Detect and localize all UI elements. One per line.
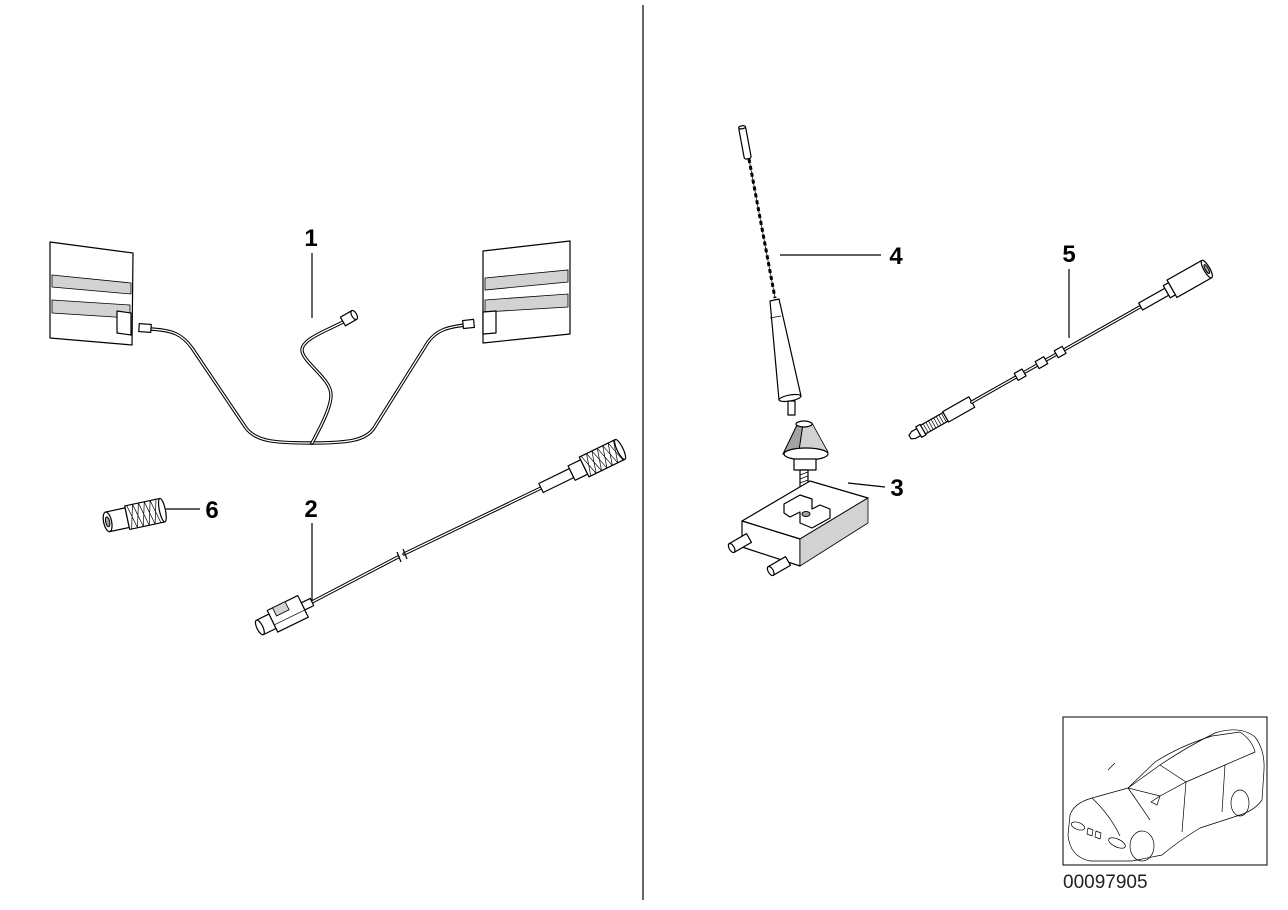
right-film-tab	[482, 310, 497, 335]
antenna-tip-top	[738, 125, 747, 130]
diagram-number: 00097905	[1063, 872, 1148, 893]
antenna-mast-sleeve	[769, 315, 782, 319]
harness-connector	[339, 309, 359, 327]
lead-marker-3	[1053, 345, 1067, 359]
left-wire-core	[149, 328, 313, 444]
car-front-wheel	[1129, 830, 1155, 862]
lead-marker-1	[1013, 368, 1027, 382]
cable-2-plug-connector	[254, 594, 315, 636]
left-film-plug	[138, 322, 152, 334]
left-film-band	[51, 274, 132, 295]
car-kidney-grille	[1086, 827, 1102, 840]
antenna-mast-stud	[787, 400, 796, 416]
car-headlight-left	[1070, 821, 1086, 831]
antenna-rod-coil	[747, 158, 777, 299]
part-4-rod-antenna: 4	[738, 125, 903, 416]
antenna-tip	[738, 125, 752, 160]
right-wire-core	[311, 324, 467, 444]
lead-threaded-body	[919, 411, 949, 435]
knurled-connector-hatch	[580, 440, 624, 477]
plug-nose-face	[254, 619, 265, 636]
left-wire-outline	[148, 327, 314, 445]
right-wire-outline	[310, 323, 468, 445]
car-windshield-line	[1159, 764, 1187, 783]
adapter-rear-face	[157, 497, 167, 523]
amplifier-port-left-face	[727, 542, 736, 554]
amplifier-port-left	[727, 533, 753, 554]
knurled-connector-sleeve	[538, 468, 575, 494]
car-headlight-right	[1108, 837, 1126, 849]
adapter-body	[102, 497, 167, 533]
part-5-antenna-lead: 5	[908, 241, 1213, 440]
callout-3-leader	[847, 482, 886, 488]
adapter-bore	[104, 516, 111, 528]
amplifier-mount-hole	[801, 511, 811, 517]
base-cone-bottom	[783, 447, 829, 461]
car-antenna-mark	[1107, 762, 1116, 771]
callout-6: 6	[205, 497, 218, 524]
part-6-adapter: 6	[102, 497, 219, 533]
car-door-lines	[1181, 764, 1226, 833]
callout-1: 1	[304, 225, 317, 252]
part-1-antenna-film-set: 1	[49, 225, 571, 445]
callout-5: 5	[1062, 241, 1075, 268]
left-film-panel	[49, 241, 134, 346]
amplifier-port-right	[766, 556, 792, 577]
knurled-connector-face	[613, 438, 627, 460]
part-2-antenna-cable: 2	[254, 438, 627, 636]
base-nut	[793, 458, 817, 471]
plug-latch	[272, 601, 290, 617]
adapter-knurl-hatch	[126, 499, 162, 529]
lead-assembly	[908, 259, 1213, 440]
cable-2-break-marks	[396, 548, 408, 563]
left-antenna-film	[49, 241, 134, 346]
branch-wire-core	[301, 321, 344, 444]
lead-sleeve	[942, 396, 976, 423]
car-hood-line	[1091, 787, 1151, 837]
right-film-band	[484, 269, 569, 291]
callout-4: 4	[889, 243, 903, 270]
lead-marker-2	[1034, 356, 1049, 370]
amplifier-port-right-face	[766, 565, 775, 577]
base-cone-top	[795, 420, 813, 428]
lead-end-bore	[1203, 264, 1211, 274]
thumbnail-frame	[1062, 716, 1268, 866]
left-film-tab	[116, 310, 132, 336]
callout-3: 3	[890, 475, 903, 502]
car-body-outline	[1067, 729, 1265, 862]
right-antenna-film	[482, 240, 571, 344]
part-3-antenna-base: 3	[727, 420, 904, 577]
cable-2-lower-core	[311, 556, 399, 603]
lead-thread-lines	[922, 413, 947, 433]
car-mirror	[1150, 795, 1161, 806]
amplifier-side-face	[799, 497, 869, 567]
cable-2-knurled-connector	[538, 438, 627, 494]
harness-connector-end	[350, 309, 359, 321]
car-rear-wheel	[1230, 789, 1250, 817]
lead-end-sleeve	[1138, 287, 1170, 311]
vehicle-thumbnail	[1062, 716, 1268, 866]
harness-cables	[148, 320, 468, 445]
plug-housing-edge	[274, 609, 305, 626]
callout-2: 2	[304, 496, 317, 523]
car-greenhouse	[1127, 731, 1256, 797]
antenna-tip-cap	[738, 126, 752, 160]
cable-2-upper-core	[403, 487, 542, 555]
antenna-mast	[769, 298, 802, 401]
right-film-strip	[484, 293, 569, 313]
right-film-plug	[462, 318, 475, 330]
